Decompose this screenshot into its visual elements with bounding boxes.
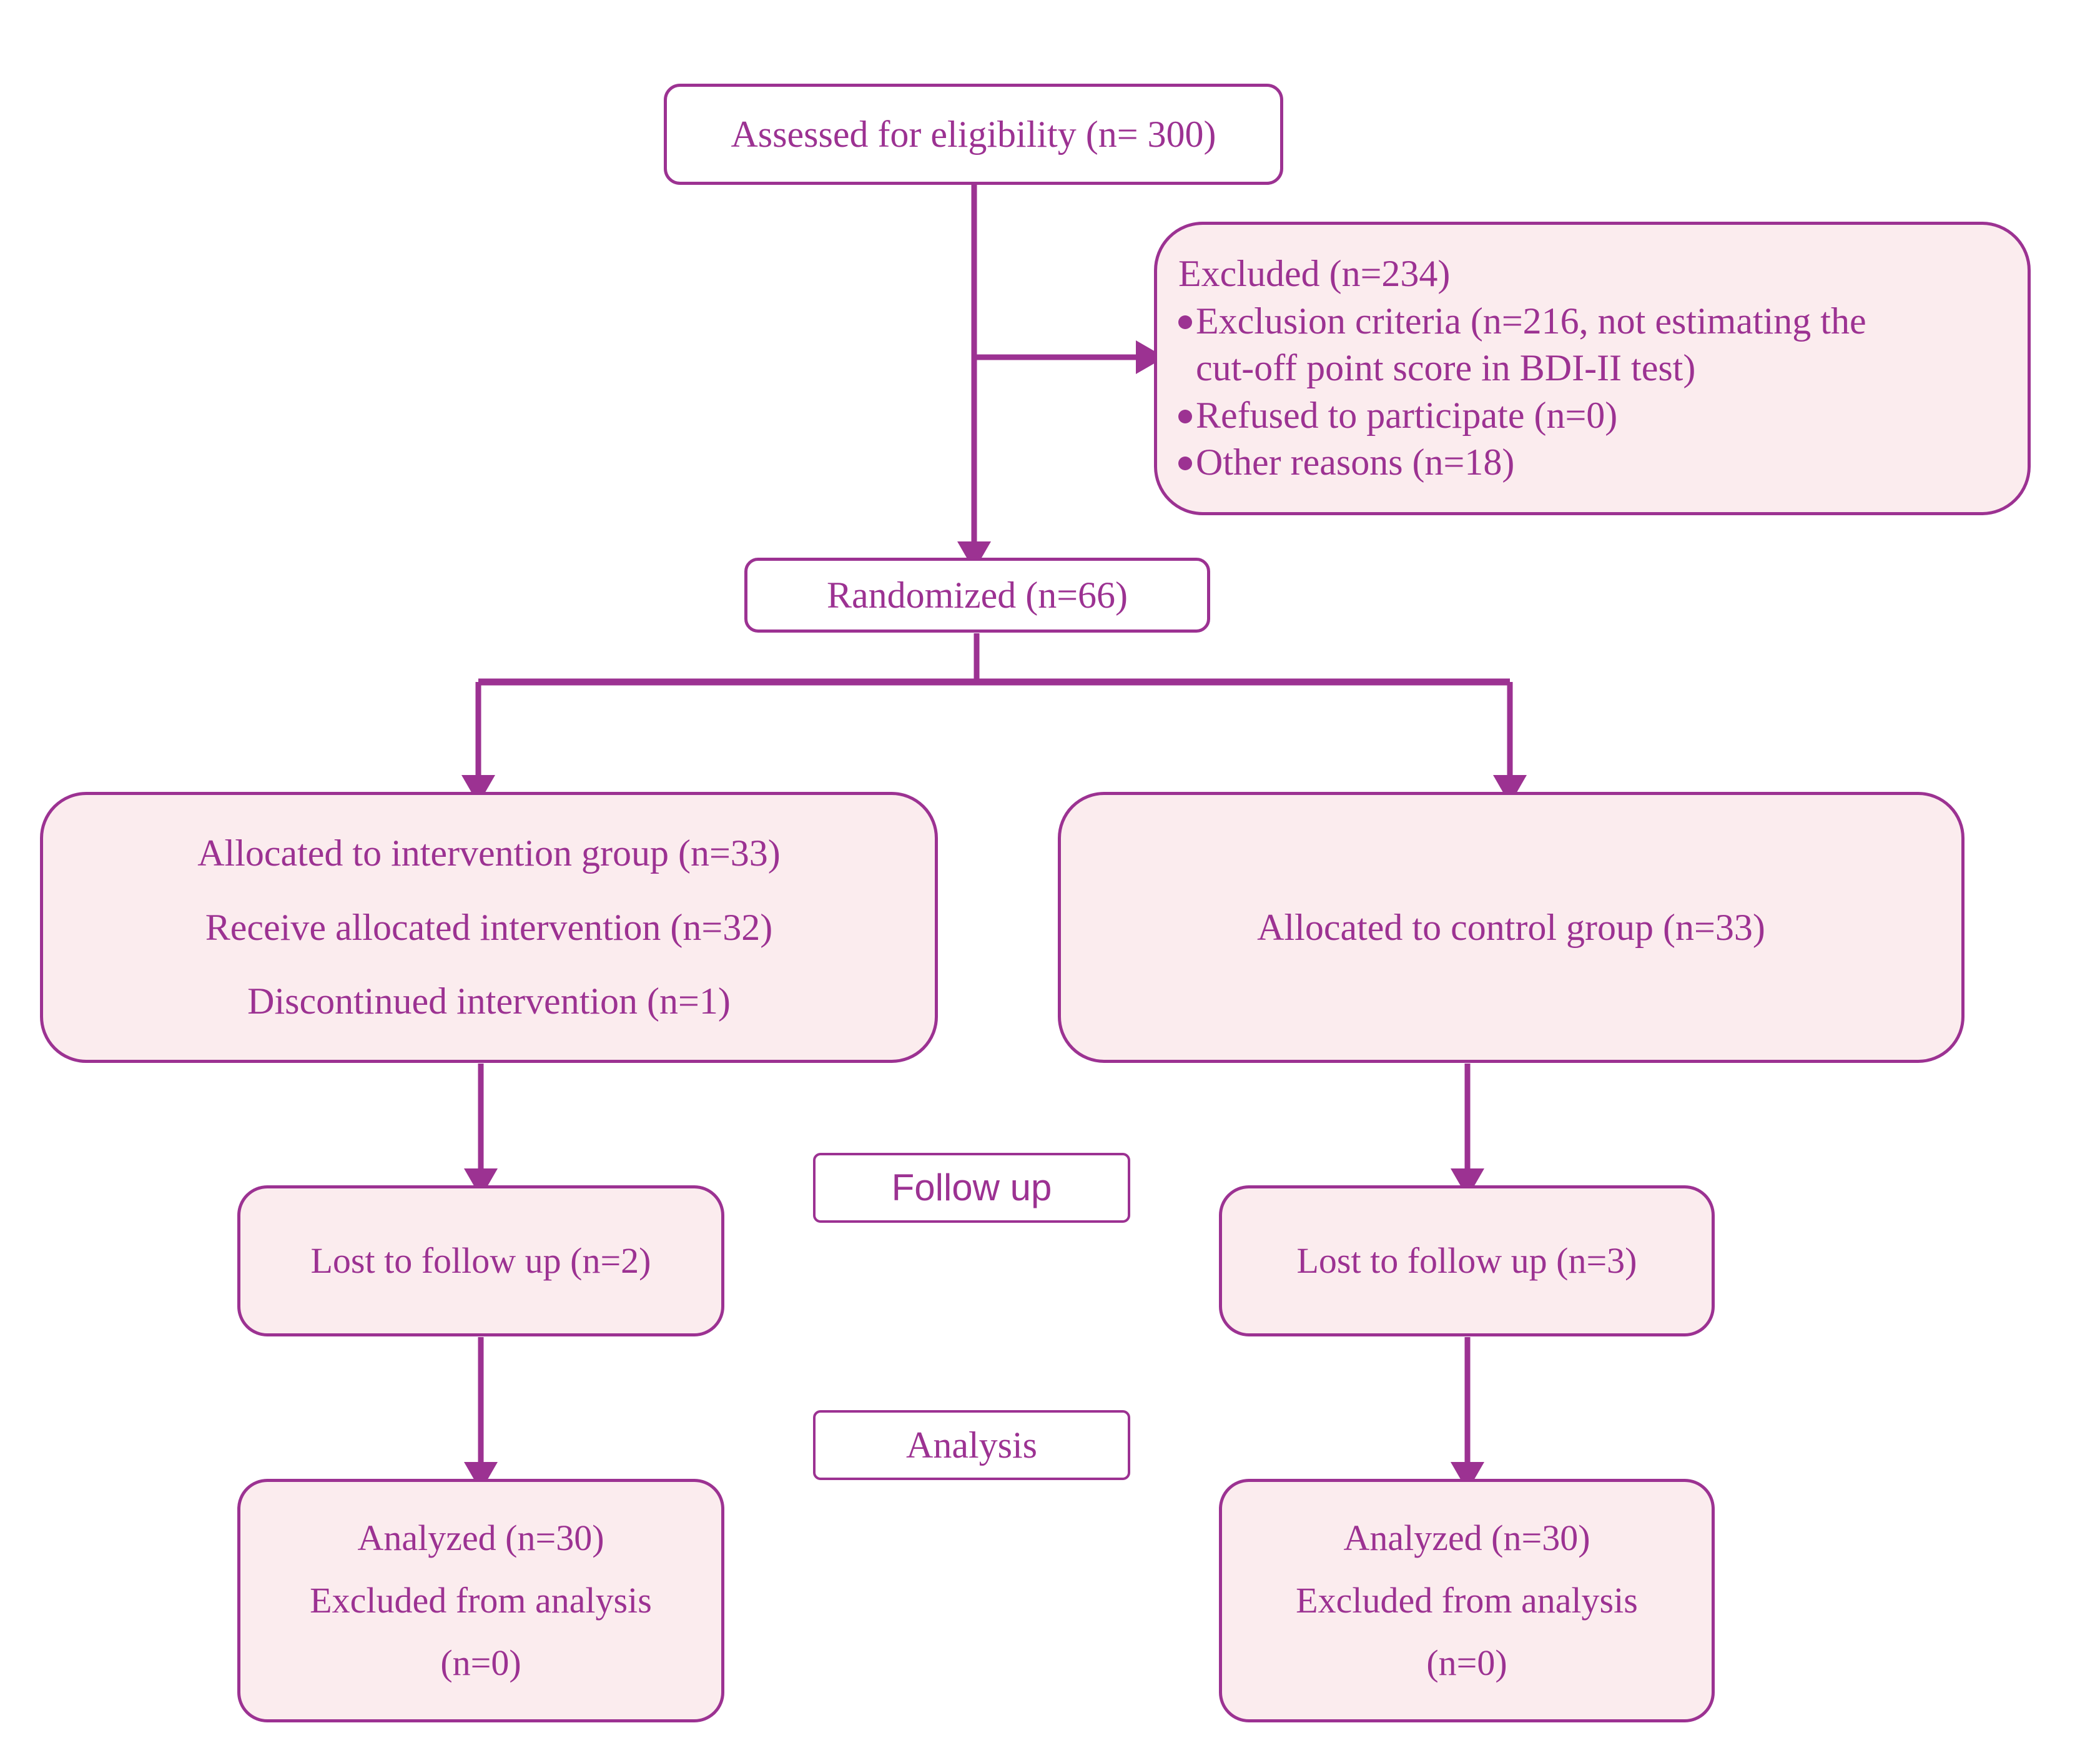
- bullet-dot-icon: [1178, 409, 1192, 423]
- node-analyzed-intervention-line-2: Excluded from analysis: [310, 1579, 652, 1621]
- node-excluded[interactable]: Excluded (n=234) Exclusion criteria (n=2…: [1154, 222, 2031, 515]
- node-analyzed-intervention[interactable]: Analyzed (n=30) Excluded from analysis (…: [237, 1479, 724, 1722]
- node-analyzed-intervention-line-3: (n=0): [440, 1642, 521, 1684]
- node-excluded-bullet-2: Refused to participate (n=0): [1178, 392, 2010, 440]
- stage-label-follow-up: Follow up: [813, 1153, 1130, 1223]
- node-lost-to-follow-up-control-text: Lost to follow up (n=3): [1296, 1240, 1637, 1281]
- node-excluded-bullet-2-text: Refused to participate (n=0): [1196, 394, 1618, 436]
- node-intervention-line-1: Allocated to intervention group (n=33): [197, 832, 781, 874]
- stage-label-analysis: Analysis: [813, 1410, 1130, 1480]
- node-lost-to-follow-up-intervention-text: Lost to follow up (n=2): [310, 1240, 651, 1281]
- node-control-group[interactable]: Allocated to control group (n=33): [1058, 792, 1964, 1063]
- node-analyzed-control[interactable]: Analyzed (n=30) Excluded from analysis (…: [1219, 1479, 1715, 1722]
- node-randomized[interactable]: Randomized (n=66): [744, 558, 1210, 633]
- node-assessed-for-eligibility-text: Assessed for eligibility (n= 300): [731, 113, 1216, 155]
- stage-label-follow-up-text: Follow up: [891, 1166, 1052, 1208]
- node-analyzed-intervention-line-1: Analyzed (n=30): [357, 1517, 604, 1558]
- node-intervention-group[interactable]: Allocated to intervention group (n=33) R…: [40, 792, 938, 1063]
- node-randomized-text: Randomized (n=66): [826, 574, 1128, 616]
- bullet-dot-icon: [1178, 315, 1192, 329]
- node-intervention-line-3: Discontinued intervention (n=1): [247, 980, 731, 1022]
- node-excluded-bullet-1-line-2: cut-off point score in BDI-II test): [1196, 347, 1696, 389]
- bullet-dot-icon: [1178, 457, 1192, 471]
- node-excluded-bullet-1-line-1: Exclusion criteria (n=216, not estimatin…: [1196, 300, 1866, 342]
- node-excluded-heading: Excluded (n=234): [1178, 253, 1451, 295]
- node-analyzed-control-line-3: (n=0): [1426, 1642, 1507, 1684]
- node-excluded-bullet-1: Exclusion criteria (n=216, not estimatin…: [1178, 298, 2010, 392]
- node-control-line-1: Allocated to control group (n=33): [1257, 906, 1765, 948]
- stage-label-analysis-text: Analysis: [906, 1424, 1037, 1466]
- node-excluded-bullet-3-text: Other reasons (n=18): [1196, 442, 1515, 483]
- node-lost-to-follow-up-control[interactable]: Lost to follow up (n=3): [1219, 1185, 1715, 1336]
- node-intervention-line-2: Receive allocated intervention (n=32): [205, 906, 773, 948]
- node-analyzed-control-line-2: Excluded from analysis: [1296, 1579, 1638, 1621]
- node-lost-to-follow-up-intervention[interactable]: Lost to follow up (n=2): [237, 1185, 724, 1336]
- node-analyzed-control-line-1: Analyzed (n=30): [1343, 1517, 1590, 1558]
- node-excluded-bullet-3: Other reasons (n=18): [1178, 439, 2010, 486]
- node-assessed-for-eligibility[interactable]: Assessed for eligibility (n= 300): [664, 84, 1283, 185]
